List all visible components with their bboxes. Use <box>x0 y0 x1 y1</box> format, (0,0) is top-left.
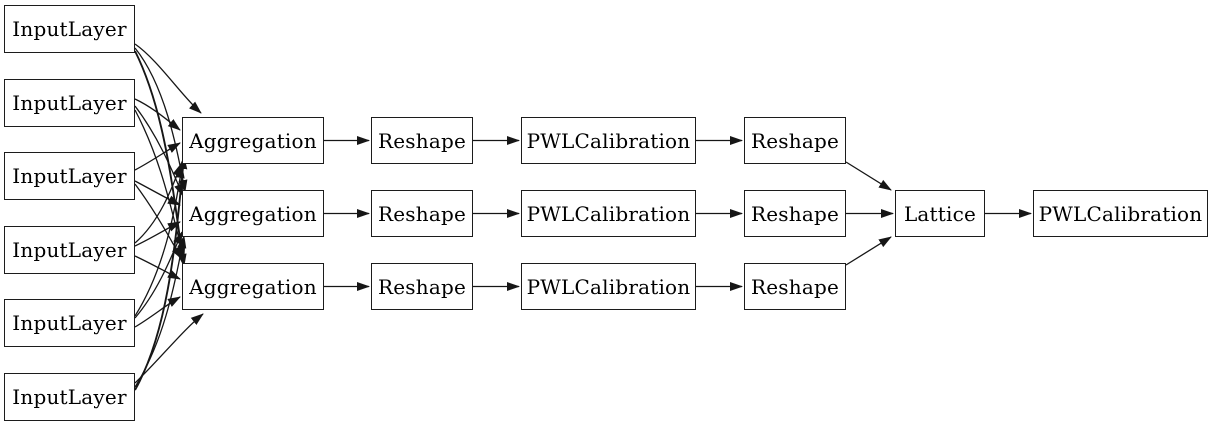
node-reshape-3a: Reshape <box>371 263 473 310</box>
node-aggregation-2: Aggregation <box>182 190 324 237</box>
node-reshape-2a: Reshape <box>371 190 473 237</box>
node-aggregation-1: Aggregation <box>182 117 324 164</box>
node-reshape-2b: Reshape <box>744 190 846 237</box>
edge-inputlayer-3-to-aggregation-2 <box>134 180 181 206</box>
edge-inputlayer-3-to-aggregation-1 <box>134 142 181 171</box>
edge-inputlayer-3-to-aggregation-3 <box>134 183 183 260</box>
edge-reshape-1b-to-lattice <box>845 161 892 191</box>
edge-inputlayer-2-to-aggregation-1 <box>134 98 181 131</box>
node-inputlayer-6: InputLayer <box>4 373 135 421</box>
node-lattice: Lattice <box>895 190 985 237</box>
node-pwlcalibration-2: PWLCalibration <box>521 190 696 237</box>
node-reshape-1a: Reshape <box>371 117 473 164</box>
node-aggregation-3: Aggregation <box>182 263 324 310</box>
node-reshape-1b: Reshape <box>744 117 846 164</box>
edge-inputlayer-5-to-aggregation-3 <box>134 296 181 328</box>
node-inputlayer-3: InputLayer <box>4 152 135 200</box>
node-pwlcalibration-3: PWLCalibration <box>521 263 696 310</box>
node-pwlcalibration-1: PWLCalibration <box>521 117 696 164</box>
node-reshape-3b: Reshape <box>744 263 846 310</box>
edge-inputlayer-6-to-aggregation-2 <box>134 235 187 388</box>
edge-reshape-3b-to-lattice <box>845 236 892 266</box>
edge-inputlayer-6-to-aggregation-3 <box>134 313 204 384</box>
node-inputlayer-4: InputLayer <box>4 226 135 274</box>
edge-inputlayer-5-to-aggregation-1 <box>134 165 185 317</box>
edge-inputlayer-4-to-aggregation-2 <box>134 221 181 247</box>
node-inputlayer-1: InputLayer <box>4 5 135 53</box>
node-pwlcalibration-out: PWLCalibration <box>1033 190 1208 237</box>
node-inputlayer-5: InputLayer <box>4 299 135 347</box>
edge-inputlayer-1-to-aggregation-1 <box>134 43 202 114</box>
node-inputlayer-2: InputLayer <box>4 79 135 127</box>
